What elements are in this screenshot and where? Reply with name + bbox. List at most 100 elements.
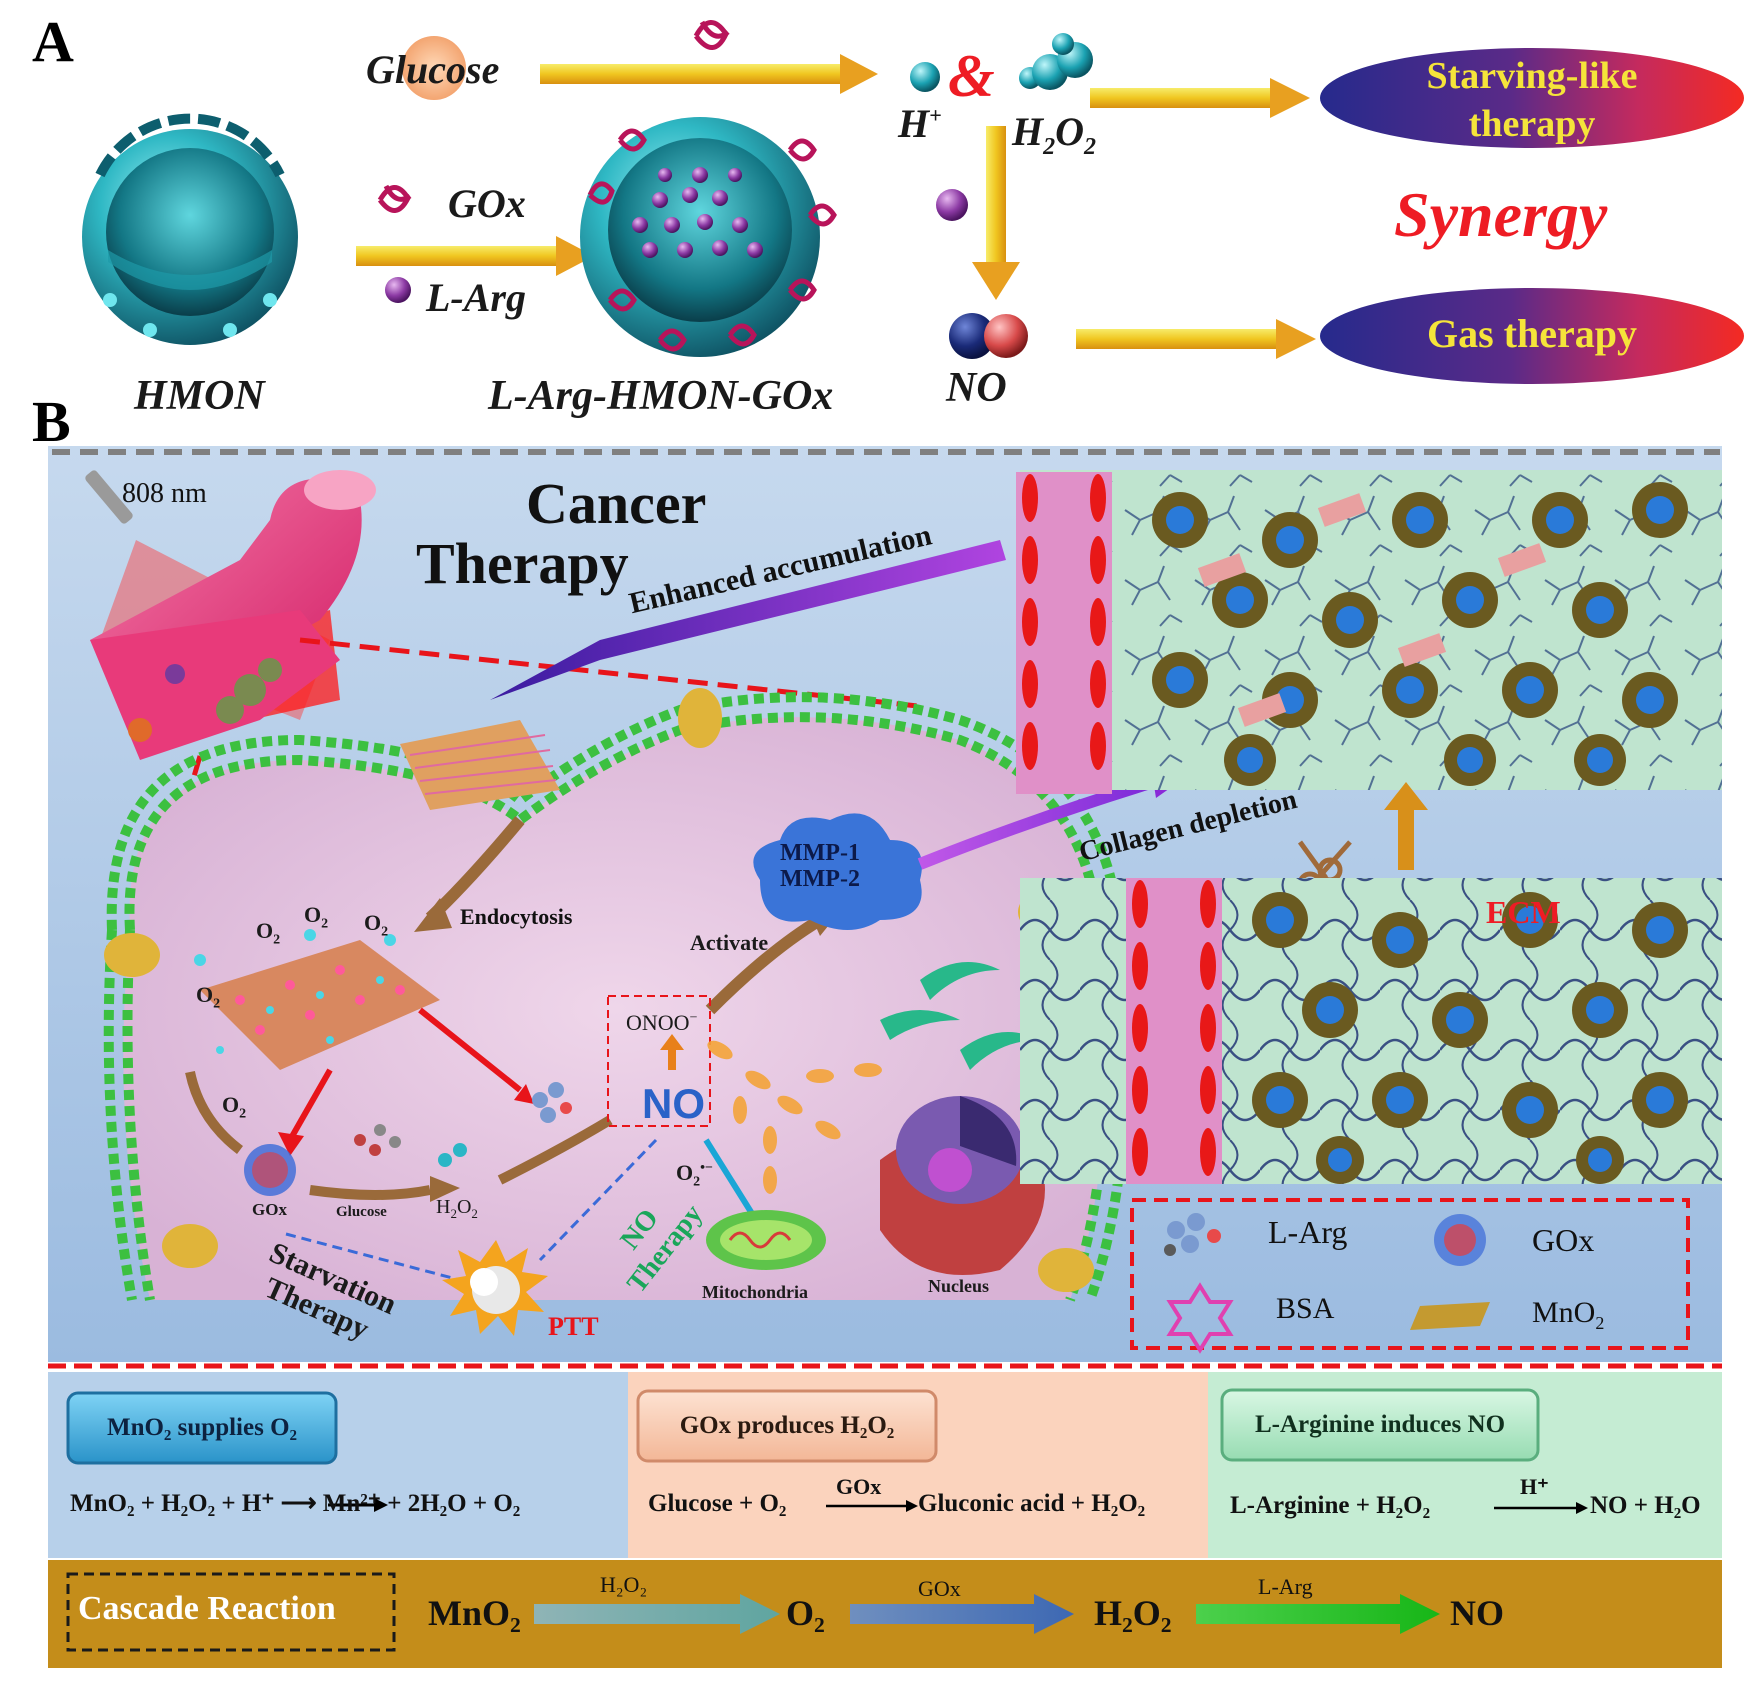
arrow-no-to-gas [1076,319,1316,359]
gox-to-h2o2-arrow [309,1176,460,1202]
o2-to-gox-arrow [185,1070,244,1154]
glucose-label: Glucose [366,47,500,92]
cascade-label-box [66,1572,396,1652]
gox-label: GOx [448,181,526,226]
mno2-equation: MnO₂ + H₂O₂ + H⁺ ⟶ Mn²⁺ + 2H₂O + O₂ [70,1490,521,1517]
nucleus-label: Nucleus [928,1276,990,1296]
membrane-protein [678,688,722,748]
gox-enzyme-icon [377,184,412,213]
no-molecule-icon [949,313,1028,359]
larg-equation-catalyst: H⁺ [1520,1474,1549,1499]
cascade-reaction-label: Cascade Reaction [78,1590,336,1627]
h2o2-molecule-icon [1019,33,1093,90]
onoo-label: ONOO− [626,1010,698,1035]
o2-radical-label: O2•− [676,1160,714,1190]
cascade-mno2: MnO₂ [428,1593,521,1633]
cascade-arrow-2 [850,1594,1074,1634]
starving-therapy-label: Starving-like therapy [1426,55,1638,145]
l-arginine-induces-no-button: L-Arginine induces NO [1254,1411,1506,1438]
l-arg-ball-icon [385,277,411,303]
nanosheets-top [1197,493,1547,727]
h2o2-to-no-arrow [497,1115,613,1185]
h-plus-label: H+ [898,101,942,146]
cascade-o2: O₂ [786,1593,825,1633]
mmp-label: MMP-1 MMP-2 [780,840,860,892]
hmon-label: HMON [134,373,265,419]
hmon-sphere-icon [82,113,298,345]
l-arg-hmon-gox-sphere-icon [580,117,837,357]
synergy-label: Synergy [1394,179,1608,250]
cascade-h2o2-catalyst: H₂O₂ [600,1572,648,1597]
ampersand-label: & [948,43,995,109]
larg-button-bg [1220,1388,1540,1462]
h2o2-label: H2O2 [1012,109,1097,160]
o2-label-2: O2 [304,902,329,932]
endocytosis-arrow [414,816,525,932]
activate-label: Activate [690,930,769,955]
ros-capsules [707,1040,882,1194]
composite-label: L-Arg-HMON-GOx [488,373,834,419]
glucose-ball-icon [402,36,466,100]
legend-gox-icon [1434,1214,1486,1266]
ecm-label: ECM [1486,894,1561,930]
no-center-label: NO [642,1080,705,1127]
legend-box [1130,1198,1690,1350]
membrane-protein [104,933,160,977]
no-label: NO [946,365,1007,411]
o2-label-3: O2 [364,910,389,940]
enhanced-accumulation-arrow [490,540,1006,700]
nucleus-icon [880,1096,1045,1275]
gox-produces-h2o2-button: GOx produces H₂O₂ [679,1412,895,1439]
legend-gox-label: GOx [1532,1222,1595,1258]
mno2-button-bg [66,1391,338,1465]
larg-equation-left: L-Arginine + H₂O₂ [1230,1492,1431,1519]
red-arrow-right [418,1007,522,1093]
rbc-column-top [1022,474,1106,770]
ptt-explosion-icon [442,1240,548,1336]
gox-button-bg [636,1389,938,1463]
arrow-glucose [540,54,878,94]
arrow-down-to-no [972,126,1020,300]
cascade-h2o2: H₂O₂ [1094,1593,1172,1633]
tissue-up-arrow [1384,782,1428,870]
cascade-l-arg-catalyst: L-Arg [1258,1574,1313,1599]
larg-equation-right: NO + H₂O [1590,1492,1701,1519]
no-therapy-arrow [538,1138,658,1262]
legend-mno2-label: MnO2 [1532,1296,1605,1333]
legend-l-arg-icon [1164,1213,1221,1256]
gox-equation-catalyst: GOx [836,1474,882,1499]
legend-bsa-label: BSA [1276,1292,1335,1325]
red-arrow-left [287,1068,333,1142]
l-arg-ball-right-icon [936,189,968,221]
panel-a-letter: A [32,9,74,74]
therapy-title-label: Therapy [416,531,629,596]
cascade-no: NO [1450,1593,1504,1633]
o2-label-5: O2 [222,1092,247,1122]
ptt-label: PTT [548,1312,599,1341]
arrow-hmon-to-composite [356,236,594,276]
rbc-column-bottom [1132,880,1216,1176]
starvation-arrow [285,1232,461,1282]
mmp-cloud-icon [753,813,922,930]
cancer-title-label: Cancer [526,471,707,536]
mitochondria-label: Mitochondria [702,1282,808,1302]
mno2-cluster-icon [194,929,440,1070]
tumor-cells-bottom [1252,892,1688,1184]
gox-equation-left: Glucose + O₂ [648,1490,787,1517]
nanosheet-icon [400,720,560,810]
zoom-line-top [299,637,919,709]
laser-wavelength-label: 808 nm [122,478,207,509]
no-to-onoo-arrow [668,1046,676,1070]
o2-label-4: O2 [196,982,221,1012]
h2o2-small-molecule-icon [438,1143,467,1167]
cascade-arrow-1 [534,1594,780,1634]
blood-vessel-icon [90,470,376,760]
starving-oval [1320,48,1744,148]
legend-mno2-icon [1410,1302,1490,1330]
o2-label-1: O2 [256,918,281,948]
arrow-h2o2-to-starving [1090,78,1310,118]
membrane-protein [162,1224,218,1268]
glucose-molecule-icon [354,1124,401,1156]
